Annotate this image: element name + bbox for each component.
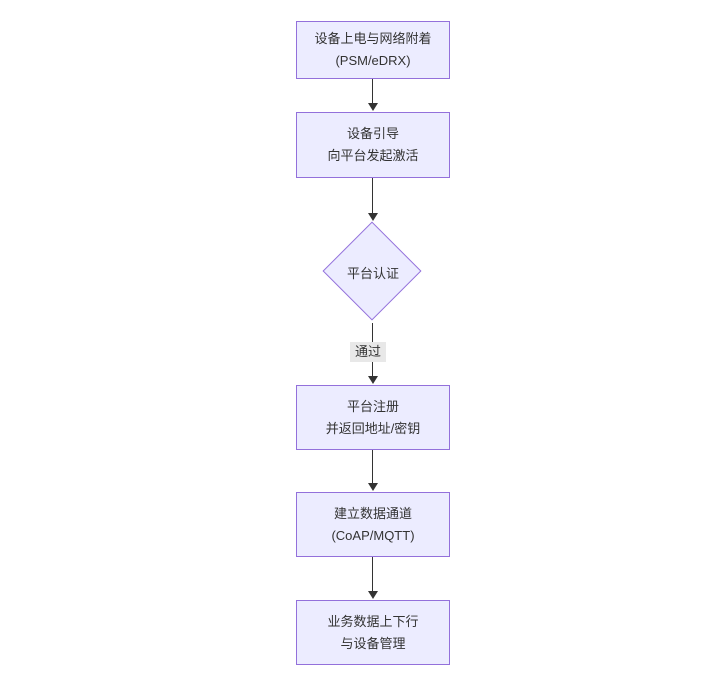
node-text-line: 设备引导 [346, 126, 399, 141]
node-text-line: 向平台发起激活 [327, 148, 419, 163]
edge-label-pass: 通过 [350, 342, 386, 362]
edge-line-e-f [372, 557, 373, 592]
node-text-line: 并返回地址/密钥 [325, 420, 421, 436]
arrowhead-icon [368, 591, 378, 599]
arrowhead-icon [368, 103, 378, 111]
node-text-line: (PSM/eDRX) [335, 53, 411, 68]
flow-node-platform-auth: 平台认证 [322, 221, 423, 322]
arrowhead-icon [368, 483, 378, 491]
flow-node-data-channel: 建立数据通道 (CoAP/MQTT) [296, 492, 450, 557]
node-text-line: 与设备管理 [340, 635, 406, 651]
flow-node-power-network-attach: 设备上电与网络附着 (PSM/eDRX) [296, 21, 450, 79]
node-text-line: 建立数据通道 [333, 505, 412, 521]
edge-line-a-b [372, 79, 373, 104]
flow-node-business-data-mgmt: 业务数据上下行 与设备管理 [296, 600, 450, 665]
flow-node-device-bootstrap: 设备引导 向平台发起激活 [296, 112, 450, 178]
node-text-line: (CoAP/MQTT) [331, 527, 415, 543]
arrowhead-icon [368, 376, 378, 384]
flow-node-platform-register: 平台注册 并返回地址/密钥 [296, 385, 450, 450]
node-text-line: 业务数据上下行 [327, 613, 419, 629]
edge-line-b-c [372, 178, 373, 214]
arrowhead-icon [368, 213, 378, 221]
edge-line-d-e [372, 450, 373, 484]
node-text-line: 设备上电与网络附着 [314, 31, 432, 46]
node-text-line: 平台认证 [346, 265, 399, 281]
node-text-line: 平台注册 [346, 398, 399, 414]
